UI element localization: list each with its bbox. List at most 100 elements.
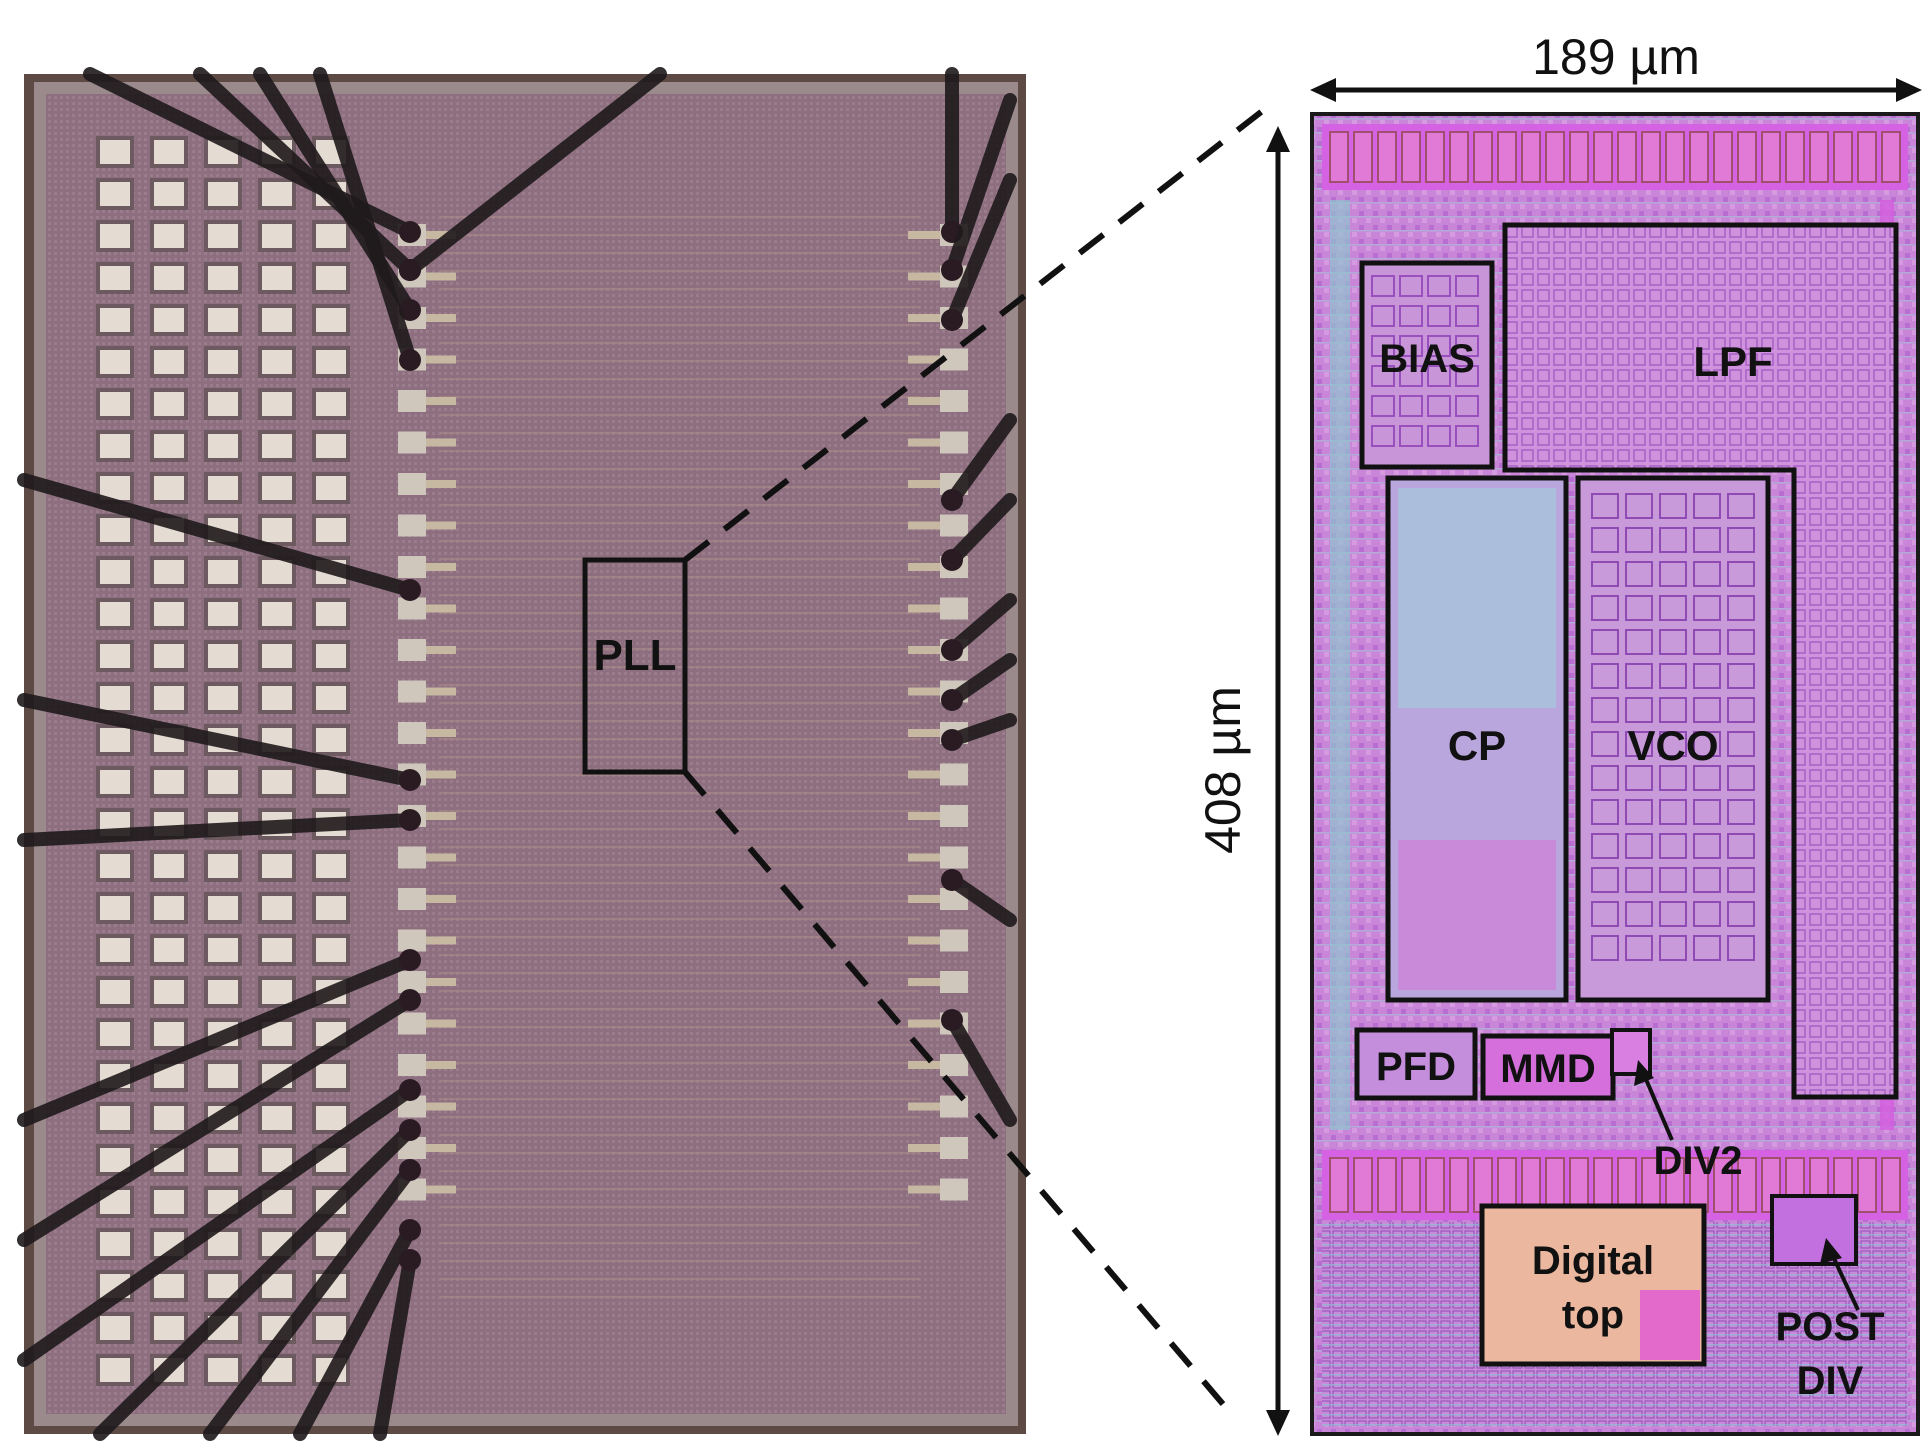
bond-pad: [262, 938, 292, 962]
width-dimension: 189 µm: [1310, 29, 1922, 102]
inner-pad: [398, 722, 426, 744]
bond-pad: [316, 392, 346, 416]
bond-pad: [316, 938, 346, 962]
vco-cell: [1693, 867, 1721, 893]
inner-pad: [940, 846, 968, 869]
inner-pad-lead: [908, 812, 940, 820]
inner-pad: [398, 1012, 426, 1035]
io-cell: [1353, 1157, 1373, 1213]
bond-wires: [17, 67, 1017, 1441]
bias-cell: [1427, 395, 1451, 417]
inner-pad-lead: [908, 936, 940, 945]
inner-pad-lead: [426, 397, 456, 405]
bond-wire: [403, 67, 667, 277]
io-cell: [1545, 131, 1565, 183]
vco-cell: [1727, 731, 1755, 757]
vco-cell: [1625, 833, 1653, 859]
bond-pad: [100, 224, 130, 248]
io-cell: [1425, 1157, 1445, 1213]
vco-cell: [1727, 697, 1755, 723]
width-label: 189 µm: [1532, 29, 1700, 85]
bond-pad: [262, 518, 292, 542]
io-cell: [1401, 131, 1421, 183]
bond-pad: [316, 518, 346, 542]
cp-lower-area: [1398, 840, 1556, 990]
wire-bond-ball: [941, 729, 963, 751]
wire-bond-ball: [399, 259, 421, 281]
vco-cell: [1727, 935, 1755, 961]
wire-bond-ball: [399, 1119, 421, 1141]
inner-pad-lead: [426, 853, 456, 862]
io-cell: [1473, 131, 1493, 183]
io-cell: [1329, 1157, 1349, 1213]
bond-pad: [316, 644, 346, 668]
bond-wire: [945, 873, 1017, 927]
inner-pad: [940, 971, 968, 993]
bond-pad: [262, 392, 292, 416]
zoom-line-top: [683, 102, 1272, 563]
bias-cell: [1427, 365, 1451, 387]
bond-pad: [154, 140, 184, 164]
bond-pad: [208, 980, 238, 1004]
wire-bond-ball: [941, 1009, 963, 1031]
bond-pad: [316, 350, 346, 374]
vco-cell: [1591, 799, 1619, 825]
bias-cell: [1455, 275, 1479, 297]
wire-bond-ball: [399, 769, 421, 791]
inner-pad: [398, 971, 426, 993]
div2-label: DIV2: [1654, 1139, 1743, 1183]
die-routing: [440, 200, 920, 1310]
inner-pad-lead: [908, 1144, 940, 1152]
height-label: 408 µm: [1195, 686, 1251, 854]
wire-bond-ball: [399, 299, 421, 321]
cp-upper-area: [1398, 488, 1556, 708]
pfd-block: [1354, 1027, 1478, 1101]
bond-wire: [17, 473, 417, 597]
vco-cell: [1625, 663, 1653, 689]
inner-pad-lead: [908, 1185, 940, 1194]
wire-bond-ball: [399, 989, 421, 1011]
inner-pad: [398, 473, 426, 495]
vco-cell: [1693, 561, 1721, 587]
bond-pad: [316, 1064, 346, 1088]
io-cell: [1569, 131, 1589, 183]
vco-cell: [1625, 527, 1653, 553]
bond-pad: [262, 644, 292, 668]
bond-pad: [208, 938, 238, 962]
bias-cell: [1427, 425, 1451, 447]
inner-pad-lead: [908, 1019, 940, 1028]
bond-pad: [262, 896, 292, 920]
vco-cell: [1625, 561, 1653, 587]
bond-pad: [262, 770, 292, 794]
digital-top-corner: [1640, 1290, 1700, 1360]
bond-wire: [945, 1013, 1017, 1127]
vco-cell: [1625, 799, 1653, 825]
vco-cell: [1659, 595, 1687, 621]
inner-pad-lead: [426, 895, 456, 903]
io-cell: [1617, 131, 1637, 183]
bond-pad: [208, 896, 238, 920]
vco-cell: [1659, 799, 1687, 825]
vco-cell: [1659, 867, 1687, 893]
io-cell: [1713, 131, 1733, 183]
bias-cell: [1399, 335, 1423, 357]
io-cell: [1857, 131, 1877, 183]
bond-pad: [100, 1316, 130, 1340]
inner-pad-lead: [908, 895, 940, 903]
io-cell: [1449, 131, 1469, 183]
bond-wire: [293, 1223, 417, 1441]
bond-pad: [100, 644, 130, 668]
io-cell: [1521, 131, 1541, 183]
inner-pad-lead: [908, 604, 940, 613]
bond-pad: [262, 1106, 292, 1130]
post-div-arrowhead: [1820, 1238, 1842, 1264]
bond-pad: [154, 476, 184, 500]
bond-pad: [154, 560, 184, 584]
vco-cell: [1693, 901, 1721, 927]
mmd-label: MMD: [1500, 1047, 1596, 1091]
io-cell: [1761, 131, 1781, 183]
bond-pad: [100, 1148, 130, 1172]
vco-cell: [1591, 901, 1619, 927]
die-photo: PLL: [17, 67, 1026, 1441]
inner-pad: [398, 639, 426, 661]
